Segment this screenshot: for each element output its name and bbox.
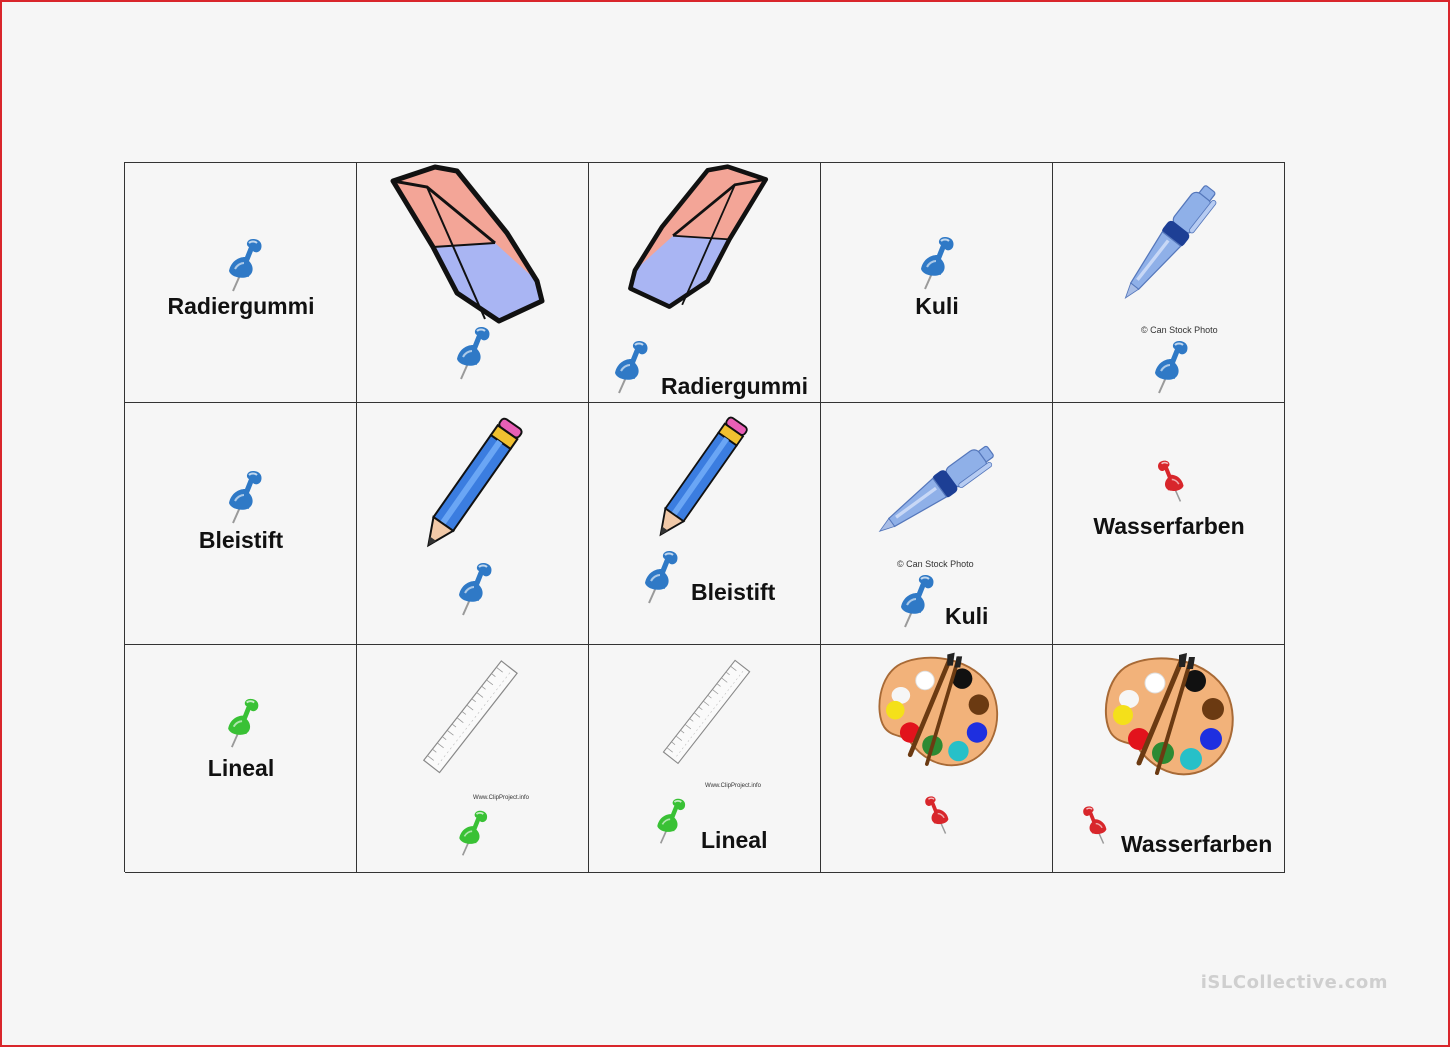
card-r1c1[interactable]: Radiergummi — [125, 163, 357, 403]
blue-pin-icon — [1151, 339, 1191, 395]
paint-palette-icon — [873, 651, 1003, 775]
pencil-icon — [407, 403, 537, 563]
blue-pin-icon — [225, 469, 265, 525]
card-word: Bleistift — [198, 527, 284, 553]
ruler-icon — [653, 653, 763, 773]
card-r1c4[interactable]: Kuli — [821, 163, 1053, 403]
card-word: Wasserfarben — [1093, 513, 1245, 539]
blue-pin-icon — [225, 237, 265, 293]
card-word: Lineal — [207, 755, 275, 781]
eraser-icon — [387, 163, 557, 328]
red-pin-icon — [1075, 805, 1115, 845]
green-pin-icon — [453, 809, 493, 857]
flashcard-grid: Radiergummi Radiergummi Kuli © Can Stock… — [124, 162, 1285, 873]
card-r2c2[interactable] — [357, 403, 589, 645]
eraser-icon — [599, 163, 789, 313]
card-word: Radiergummi — [661, 373, 808, 399]
ruler-icon — [417, 653, 527, 783]
card-r2c5[interactable]: Wasserfarben — [1053, 403, 1285, 645]
image-credit: © Can Stock Photo — [1141, 325, 1218, 335]
card-word: Lineal — [701, 827, 768, 853]
blue-pin-icon — [897, 573, 937, 629]
card-word: Kuli — [945, 603, 989, 629]
card-r1c5[interactable]: © Can Stock Photo — [1053, 163, 1285, 403]
card-word: Bleistift — [691, 579, 776, 605]
pen-icon — [1093, 163, 1243, 326]
blue-pin-icon — [641, 549, 681, 605]
card-word: Kuli — [915, 293, 959, 319]
green-pin-icon — [223, 697, 263, 749]
green-pin-icon — [651, 797, 691, 845]
card-r1c2[interactable] — [357, 163, 589, 403]
paint-palette-icon — [1099, 651, 1239, 785]
image-credit: Www.ClipProject.info — [473, 795, 530, 801]
card-r2c3[interactable]: Bleistift — [589, 403, 821, 645]
red-pin-icon — [917, 795, 957, 835]
card-word: Wasserfarben — [1121, 831, 1273, 857]
card-r3c1[interactable]: Lineal — [125, 645, 357, 873]
blue-pin-icon — [453, 325, 493, 381]
card-r3c3[interactable]: Www.ClipProject.info Lineal — [589, 645, 821, 873]
blue-pin-icon — [611, 339, 651, 395]
pen-icon — [829, 403, 1041, 583]
card-r3c4[interactable] — [821, 645, 1053, 873]
card-r2c4[interactable]: © Can Stock Photo Kuli — [821, 403, 1053, 645]
site-watermark: iSLCollective.com — [1200, 972, 1388, 993]
card-word: Radiergummi — [167, 293, 315, 319]
image-credit: Www.ClipProject.info — [705, 783, 762, 789]
card-r3c5[interactable]: Wasserfarben — [1053, 645, 1285, 873]
card-r3c2[interactable]: Www.ClipProject.info — [357, 645, 589, 873]
blue-pin-icon — [917, 235, 957, 291]
card-r1c3[interactable]: Radiergummi — [589, 163, 821, 403]
blue-pin-icon — [455, 561, 495, 617]
pencil-icon — [641, 403, 761, 551]
red-pin-icon — [1151, 459, 1191, 503]
image-credit: © Can Stock Photo — [897, 559, 974, 569]
card-r2c1[interactable]: Bleistift — [125, 403, 357, 645]
